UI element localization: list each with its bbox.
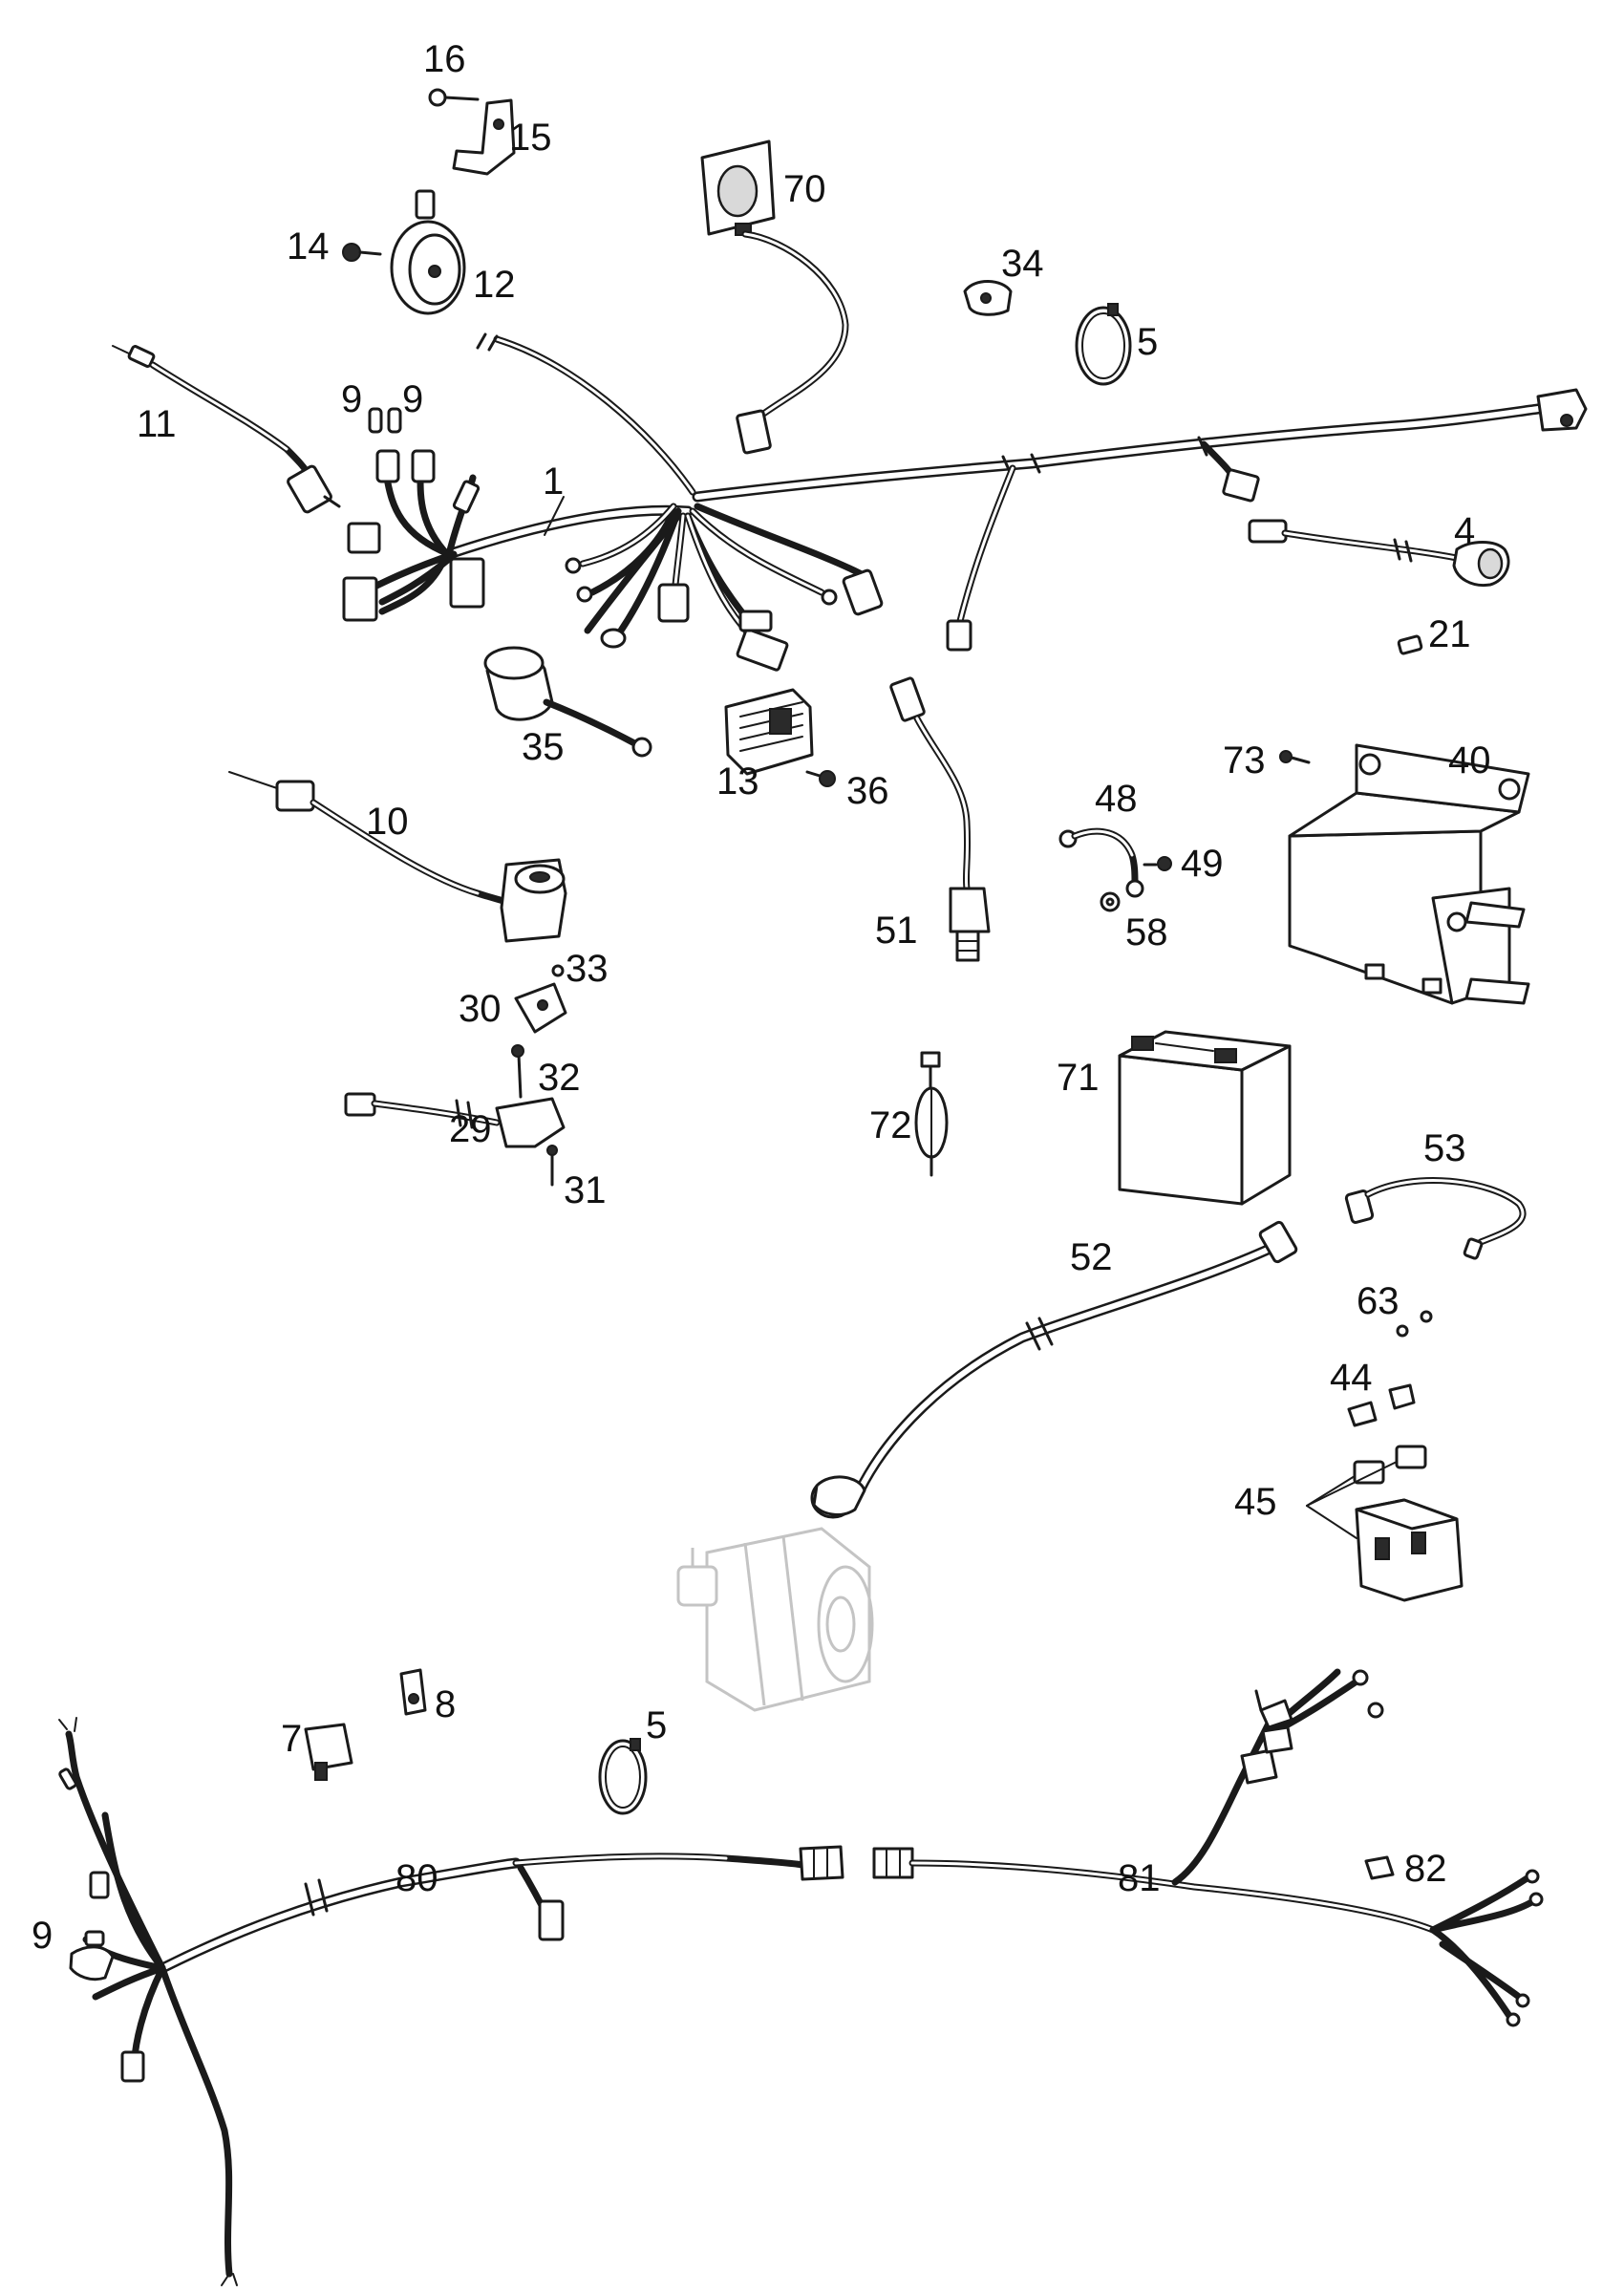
callout-82: 82 — [1404, 1848, 1447, 1890]
callout-14: 14 — [287, 225, 330, 268]
screw-32 — [511, 1044, 524, 1099]
callout-12: 12 — [473, 264, 516, 306]
horn-screw — [342, 243, 382, 262]
callout-21: 21 — [1428, 613, 1471, 655]
callout-31: 31 — [564, 1169, 607, 1211]
callout-73: 73 — [1223, 739, 1266, 782]
callout-58: 58 — [1125, 911, 1168, 953]
callout-63: 63 — [1357, 1280, 1400, 1322]
callout-45: 45 — [1234, 1481, 1277, 1523]
callout-11: 11 — [137, 403, 177, 445]
callout-9-right: 9 — [402, 378, 424, 420]
washer-58 — [1100, 891, 1121, 912]
callout-9-lower: 9 — [32, 1915, 53, 1957]
starter-motor-reference — [676, 1527, 874, 1712]
cover-30 — [514, 982, 567, 1034]
leader-lines — [544, 496, 565, 536]
positive-cable — [1344, 1177, 1527, 1260]
starter-relay — [1306, 1445, 1464, 1602]
callout-81: 81 — [1118, 1857, 1161, 1899]
callout-34: 34 — [1001, 243, 1044, 285]
battery — [1118, 1030, 1292, 1206]
screw-63 — [1396, 1310, 1433, 1338]
callout-44: 44 — [1330, 1357, 1373, 1399]
callout-16: 16 — [423, 38, 466, 80]
rear-wiring-harness — [58, 1717, 844, 2286]
callout-29: 29 — [449, 1108, 492, 1150]
cable-clip — [963, 280, 1013, 316]
callout-15: 15 — [509, 117, 552, 159]
pressure-sensor — [889, 676, 991, 962]
ignition-switch — [228, 771, 567, 943]
callout-35: 35 — [522, 726, 565, 768]
callout-33: 33 — [566, 948, 609, 990]
speed-sensor-cable — [112, 345, 341, 514]
fuses-upper — [368, 407, 402, 434]
callout-51: 51 — [875, 910, 918, 952]
tail-light-harness — [872, 1668, 1544, 2027]
screw-31 — [546, 1145, 558, 1187]
condenser — [483, 646, 652, 758]
callout-32: 32 — [538, 1057, 581, 1099]
cable-tie-lower — [598, 1738, 648, 1815]
callout-9-left: 9 — [341, 378, 363, 420]
callout-5-lower: 5 — [646, 1704, 668, 1746]
fuse-holder — [914, 1051, 949, 1177]
bracket-bolt — [428, 88, 480, 107]
callout-13: 13 — [716, 760, 759, 803]
main-wiring-harness — [342, 332, 1588, 672]
callout-40: 40 — [1448, 739, 1491, 782]
brake-light-switch — [344, 1092, 566, 1148]
ring-33 — [551, 964, 565, 977]
callout-70: 70 — [783, 168, 826, 210]
callout-7: 7 — [281, 1718, 303, 1760]
callout-8: 8 — [435, 1683, 457, 1725]
callout-1: 1 — [543, 461, 565, 503]
regulator-screw — [805, 770, 836, 787]
clip-82 — [1364, 1855, 1395, 1880]
callout-80: 80 — [395, 1857, 438, 1899]
relay-fuses — [1347, 1383, 1416, 1427]
cable-tie-upper — [1075, 303, 1132, 386]
callout-36: 36 — [846, 770, 889, 812]
callout-5-upper: 5 — [1137, 321, 1159, 363]
callout-52: 52 — [1070, 1236, 1113, 1278]
callout-4: 4 — [1454, 510, 1476, 552]
control-module — [700, 139, 849, 455]
callout-48: 48 — [1095, 778, 1138, 820]
neutral-switch-cable — [1248, 519, 1510, 588]
small-nut — [1397, 634, 1423, 655]
callout-72: 72 — [869, 1104, 912, 1146]
callout-71: 71 — [1057, 1057, 1100, 1099]
bracket-8 — [399, 1668, 427, 1716]
fuse-lower — [58, 1767, 77, 1790]
horn-bracket — [452, 98, 516, 176]
callout-49: 49 — [1181, 843, 1224, 885]
callout-53: 53 — [1423, 1127, 1466, 1169]
bolt-73 — [1279, 750, 1311, 764]
battery-box — [1288, 743, 1530, 1005]
starter-cable — [810, 1220, 1298, 1519]
horn — [390, 189, 466, 315]
callout-30: 30 — [459, 988, 502, 1030]
callout-10: 10 — [366, 801, 409, 843]
ground-cable — [1058, 827, 1144, 898]
screw-49 — [1143, 856, 1172, 871]
relay-7 — [304, 1723, 353, 1781]
voltage-regulator — [724, 688, 814, 776]
